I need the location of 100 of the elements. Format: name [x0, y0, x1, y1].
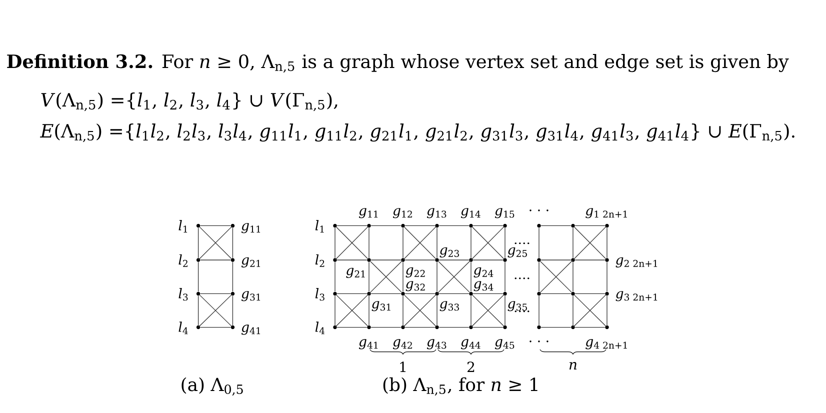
- vertex-label: g$_{11}$: [241, 223, 260, 234]
- graph-edge: [436, 262, 438, 292]
- vertex-label: g$_{43}$: [426, 339, 446, 350]
- vertex-label: g$_{13}$: [426, 208, 446, 218]
- vertex-label: g$_{25}$: [508, 247, 527, 258]
- graph-edge: [504, 262, 506, 292]
- graph-edge: [334, 296, 336, 326]
- graph-edge: [336, 326, 368, 328]
- definition-text: Definition 3.2. For n ≥ 0, Λ$_{n,5}$ is a graph whose vertex set and edge set is given by: [7, 54, 789, 73]
- subfigure-caption: (a) Λ$_{0,5}$: [182, 377, 243, 396]
- graph-edge: [336, 225, 368, 226]
- brace-label: 1: [400, 362, 406, 372]
- graph-edge: [572, 228, 574, 258]
- vertex-label: g$_{4 2n+1}$: [586, 339, 627, 350]
- graph-edge: [368, 262, 370, 292]
- graph-edge: [504, 228, 506, 258]
- graph-edge: [574, 225, 606, 226]
- vertex-label: l$_{4}$: [315, 322, 325, 334]
- graph-edge: [334, 262, 336, 292]
- vertex-label: g$_{21}$: [241, 257, 260, 268]
- graph-edge: [200, 326, 231, 328]
- vertex-label: g$_{44}$: [460, 339, 480, 350]
- vertex-label: g$_{14}$: [460, 208, 480, 218]
- vertex-label: g$_{45}$: [494, 339, 514, 350]
- vertex-label: g$_{12}$: [392, 208, 412, 218]
- equation-text: V(Λ$_{n,5}$) ={l$_{1}$, l$_{2}$, l$_{3}$, l$_{4}$} ∪ V(Γ$_{n,5}$),: [41, 92, 338, 112]
- graph-edge: [404, 225, 436, 226]
- graph-edge: [540, 326, 572, 328]
- vertex-label: g$_{2 2n+1}$: [616, 257, 658, 268]
- equation-text: E(Λ$_{n,5}$) ={l$_{1}$l$_{2}$, l$_{2}$l$_{3}$, l$_{3}$l$_{4}$, g$_{11}$l$_{1}$, g$_{11}$l$_{2}$, g$_{21}$l$_{1}$, g$_{21}$l$_{2}$, g$_{31}$l$_{3}$, g$_{31}$l$_{4}$, g$_{41}$l$_{3}$, g$_{41}$l$_{4}$} ∪ E(Γ$_{n,5}$).: [40, 124, 794, 142]
- graph-edge: [370, 326, 402, 328]
- vertex-label: g$_{22}$: [406, 267, 425, 278]
- graph-edge: [606, 228, 608, 258]
- graph-edge: [200, 225, 231, 226]
- graph-edge: [540, 293, 572, 294]
- vertex-label: g$_{15}$: [494, 208, 514, 218]
- graph-edge: [538, 228, 540, 258]
- graph-edge: [538, 296, 540, 326]
- graph-edge: [438, 225, 470, 226]
- vertex-label: g$_{1 2n+1}$: [586, 208, 627, 218]
- graph-edge: [574, 326, 606, 328]
- graph-edge: [436, 228, 438, 258]
- graph-edge: [472, 293, 504, 294]
- graph-edge: [370, 225, 402, 226]
- brace-label: 2: [468, 362, 474, 372]
- vertex-label: g$_{33}$: [440, 301, 459, 312]
- graph-edge: [572, 262, 574, 292]
- subfigure-caption: (b) Λ$_{n,5}$, for n ≥ 1: [383, 377, 538, 396]
- graph-edge: [232, 228, 234, 258]
- vertex-label: g$_{23}$: [440, 247, 459, 258]
- vertex-label: l$_{1}$: [315, 220, 324, 233]
- graph-edge: [606, 262, 608, 292]
- graph-edge: [470, 296, 472, 326]
- vertex-label: l$_{3}$: [315, 288, 324, 301]
- graph-edge: [606, 296, 608, 326]
- vertex-label: g$_{35}$: [508, 301, 527, 312]
- graph-edge: [472, 326, 504, 328]
- vertex-label: g$_{32}$: [406, 281, 425, 292]
- vertex-label: g$_{3 2n+1}$: [616, 291, 658, 302]
- graph-edge: [198, 296, 199, 326]
- vertex-label: g$_{41}$: [358, 339, 378, 350]
- graph-edge: [200, 293, 231, 294]
- vertex-label: g$_{34}$: [474, 281, 494, 292]
- graph-edge: [540, 225, 572, 226]
- graph-edge: [436, 296, 438, 326]
- graph-edge: [538, 262, 540, 292]
- vertex-label: l$_{2}$: [315, 254, 324, 267]
- graph-edge: [232, 296, 234, 326]
- graph-edge: [572, 296, 574, 326]
- ellipsis: ....: [514, 310, 530, 312]
- graph-edge: [438, 293, 470, 294]
- vertex-label: g$_{11}$: [358, 208, 378, 218]
- vertex-label: l$_{3}$: [178, 288, 188, 301]
- vertex-label: l$_{2}$: [178, 254, 188, 267]
- graph-edge: [334, 228, 336, 258]
- graph-edge: [198, 228, 199, 258]
- graph-edge: [232, 262, 234, 292]
- vertex-label: g$_{24}$: [474, 267, 494, 278]
- vertex-label: g$_{42}$: [392, 339, 412, 350]
- graph-edge: [404, 326, 436, 328]
- vertex-label: g$_{31}$: [241, 291, 260, 302]
- vertex-label: g$_{31}$: [372, 301, 390, 312]
- graph-edge: [336, 293, 368, 294]
- graph-edge: [470, 262, 472, 292]
- graph-edge: [504, 296, 506, 326]
- ellipsis: ....: [514, 242, 530, 244]
- brace-label: n: [569, 362, 577, 370]
- ellipsis: · · ·: [530, 210, 548, 212]
- graph-edge: [574, 293, 606, 294]
- graph-edge: [368, 228, 370, 258]
- graph-edge: [402, 296, 404, 326]
- graph-edge: [402, 262, 404, 292]
- graph-edge: [402, 228, 404, 258]
- graph-edge: [470, 228, 472, 258]
- ellipsis: · · ·: [530, 340, 548, 342]
- vertex-label: l$_{1}$: [178, 220, 188, 233]
- graph-edge: [404, 293, 436, 294]
- graph-edge: [198, 262, 199, 292]
- ellipsis: ....: [514, 277, 530, 280]
- vertex-label: g$_{21}$: [346, 268, 365, 278]
